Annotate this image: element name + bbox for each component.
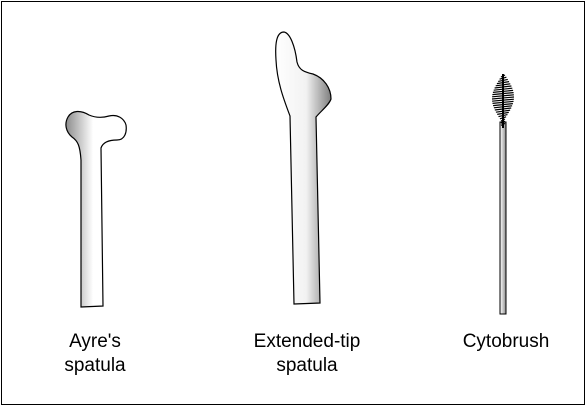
extended-tip-spatula-label: Extended-tip spatula <box>232 330 382 378</box>
extended-tip-spatula-icon <box>276 32 331 304</box>
ayres-spatula-label: Ayre's spatula <box>50 330 140 378</box>
ayres-spatula-icon <box>66 111 126 307</box>
cytobrush-label: Cytobrush <box>446 330 566 354</box>
cytobrush-icon <box>492 74 514 314</box>
